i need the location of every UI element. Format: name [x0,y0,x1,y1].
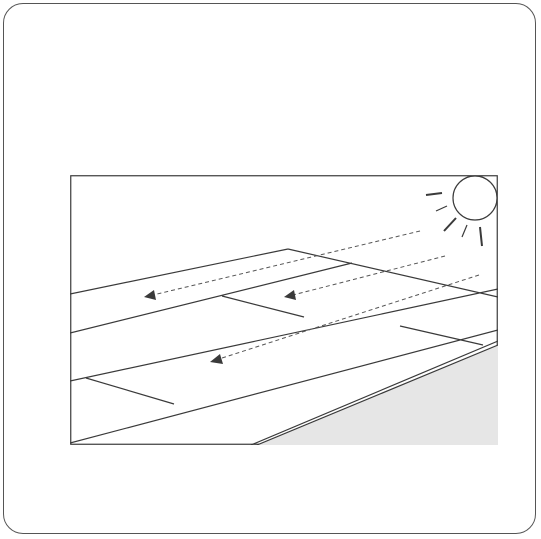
floor-illustration-svg [70,175,498,445]
board-joint-line-1 [221,295,305,318]
illustration-card [3,3,536,534]
floor-edge-line-inner [250,340,498,445]
sun-ray [461,224,468,238]
light-ray-3 [218,274,480,360]
board-back-edge-line [287,248,498,298]
light-ray-2 [292,255,446,296]
board-seam-line-1 [70,248,289,295]
board-seam-line-4 [70,329,498,444]
arrowhead-icon [210,354,223,364]
sun-ray [435,205,448,212]
board-seam-line-3 [70,288,498,382]
sun-ray [479,226,483,247]
light-ray-1 [152,230,421,296]
arrowhead-icon [144,290,156,300]
sun-ray [443,217,457,232]
sun-disc [452,175,498,221]
board-joint-line-3 [399,325,484,346]
arrowhead-icon [284,290,296,300]
sun-icon [425,175,498,247]
board-seam-line-2 [70,262,353,334]
floor-edge-line-outer [256,344,498,445]
sun-ray [425,192,443,196]
floor-illustration [70,175,498,445]
board-joint-line-2 [85,377,175,405]
